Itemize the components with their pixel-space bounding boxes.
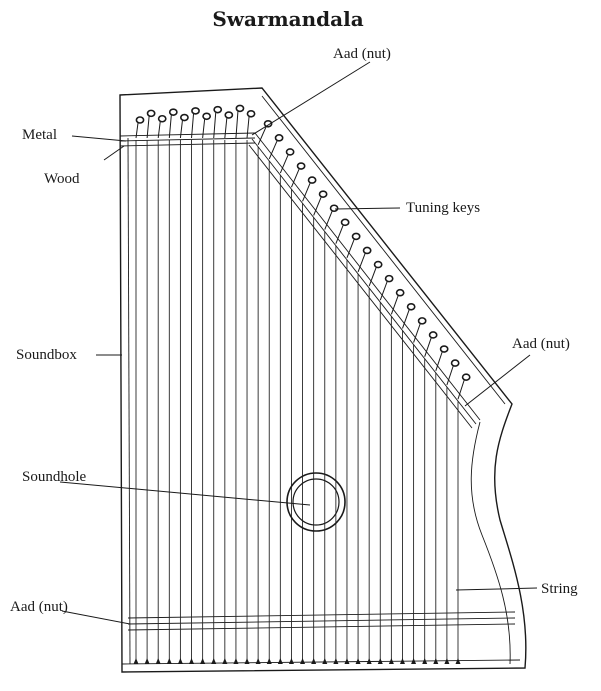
bottom-aad-nut [127,611,516,631]
hitch-pin-15 [288,658,294,664]
leader-aad-nut-top [251,61,371,136]
label-aad-nut-top: Aad (nut) [333,46,391,62]
label-soundhole: Soundhole [22,469,87,485]
tuning-key-19 [335,218,350,244]
tuning-key-22 [368,260,383,287]
hitch-pin-28 [433,658,439,664]
key-board-edge [261,95,506,405]
tuning-key-18 [324,204,339,230]
hitch-pins [133,658,461,664]
tuning-key-4 [168,108,178,139]
tuning-key-27 [424,331,438,357]
tuning-key-7 [202,112,212,139]
tuning-key-21 [357,246,372,273]
tuning-key-1 [135,116,145,139]
tuning-key-2 [146,109,156,139]
tuning-key-9 [224,111,234,139]
label-aad-nut-bottom: Aad (nut) [10,599,68,615]
hitch-pin-14 [277,658,283,664]
leader-string [455,587,538,591]
hitch-pin-17 [311,658,317,664]
hitch-pin-30 [455,658,461,664]
leader-tuning-keys [334,207,401,210]
tuning-key-15 [290,162,306,188]
leader-wood [103,145,125,161]
leader-lines [59,61,538,625]
hitch-pin-8 [211,658,217,664]
hitch-pin-19 [333,658,339,664]
tuning-key-29 [446,359,460,386]
hitch-pin-11 [244,658,250,664]
tuning-key-26 [413,317,427,343]
soundbox-frame [119,87,527,673]
hitch-pin-16 [300,658,306,664]
tuning-keys [135,104,471,400]
tuning-key-10 [235,104,245,139]
label-string: String [541,581,578,597]
hitch-pin-29 [444,658,450,664]
hitch-pin-4 [166,658,172,664]
tuning-key-11 [246,109,256,139]
hitch-pin-5 [177,658,183,664]
tuning-key-14 [279,148,295,174]
label-aad-nut-right: Aad (nut) [512,336,570,352]
hitch-pin-24 [388,658,394,664]
tuning-key-28 [435,345,449,372]
hitch-pin-26 [411,658,417,664]
tuning-key-3 [157,114,167,139]
tuning-key-17 [313,190,328,216]
soundbox-inner-edge [127,137,131,665]
hitch-pin-9 [222,658,228,664]
hitch-pin-1 [133,658,139,664]
soundhole-outer-ring [286,472,346,532]
label-tuning-keys: Tuning keys [406,200,480,216]
bottom-baseline [121,659,521,665]
tuning-key-25 [402,302,416,329]
tuning-key-5 [179,113,189,139]
tuning-key-8 [213,105,223,139]
right-curve-inner [470,421,511,665]
soundhole [286,472,346,532]
label-metal: Metal [22,127,57,143]
leader-aad-nut-right [464,354,531,407]
tuning-key-30 [457,373,471,400]
leader-metal [71,135,127,142]
hitch-pin-27 [422,658,428,664]
leader-soundhole [59,481,311,506]
tuning-key-20 [346,232,361,259]
tuning-key-6 [191,107,200,139]
hitch-pin-18 [322,658,328,664]
tuning-key-23 [379,274,394,301]
soundhole-inner-ring [292,478,340,526]
hitch-pin-22 [366,658,372,664]
tuning-key-12 [257,119,273,146]
label-wood: Wood [44,171,80,187]
hitch-pin-6 [189,658,195,664]
hitch-pin-12 [255,658,261,664]
hitch-pin-21 [355,658,361,664]
diagonal-aad-nut [248,132,481,429]
tuning-key-16 [302,176,317,202]
label-soundbox: Soundbox [16,347,77,363]
strings [135,140,459,664]
hitch-pin-23 [377,658,383,664]
hitch-pin-2 [144,658,150,664]
tuning-key-13 [268,134,284,160]
hitch-pin-10 [233,658,239,664]
leader-aad-nut-bottom [61,610,131,625]
tuning-key-24 [390,288,405,315]
hitch-pin-3 [155,658,161,664]
hitch-pin-13 [266,658,272,664]
diagram-title: Swarmandala [212,7,363,31]
hitch-pin-7 [200,658,206,664]
instrument-body [119,87,527,673]
top-aad-nut [119,132,256,147]
hitch-pin-25 [399,658,405,664]
hitch-pin-20 [344,658,350,664]
